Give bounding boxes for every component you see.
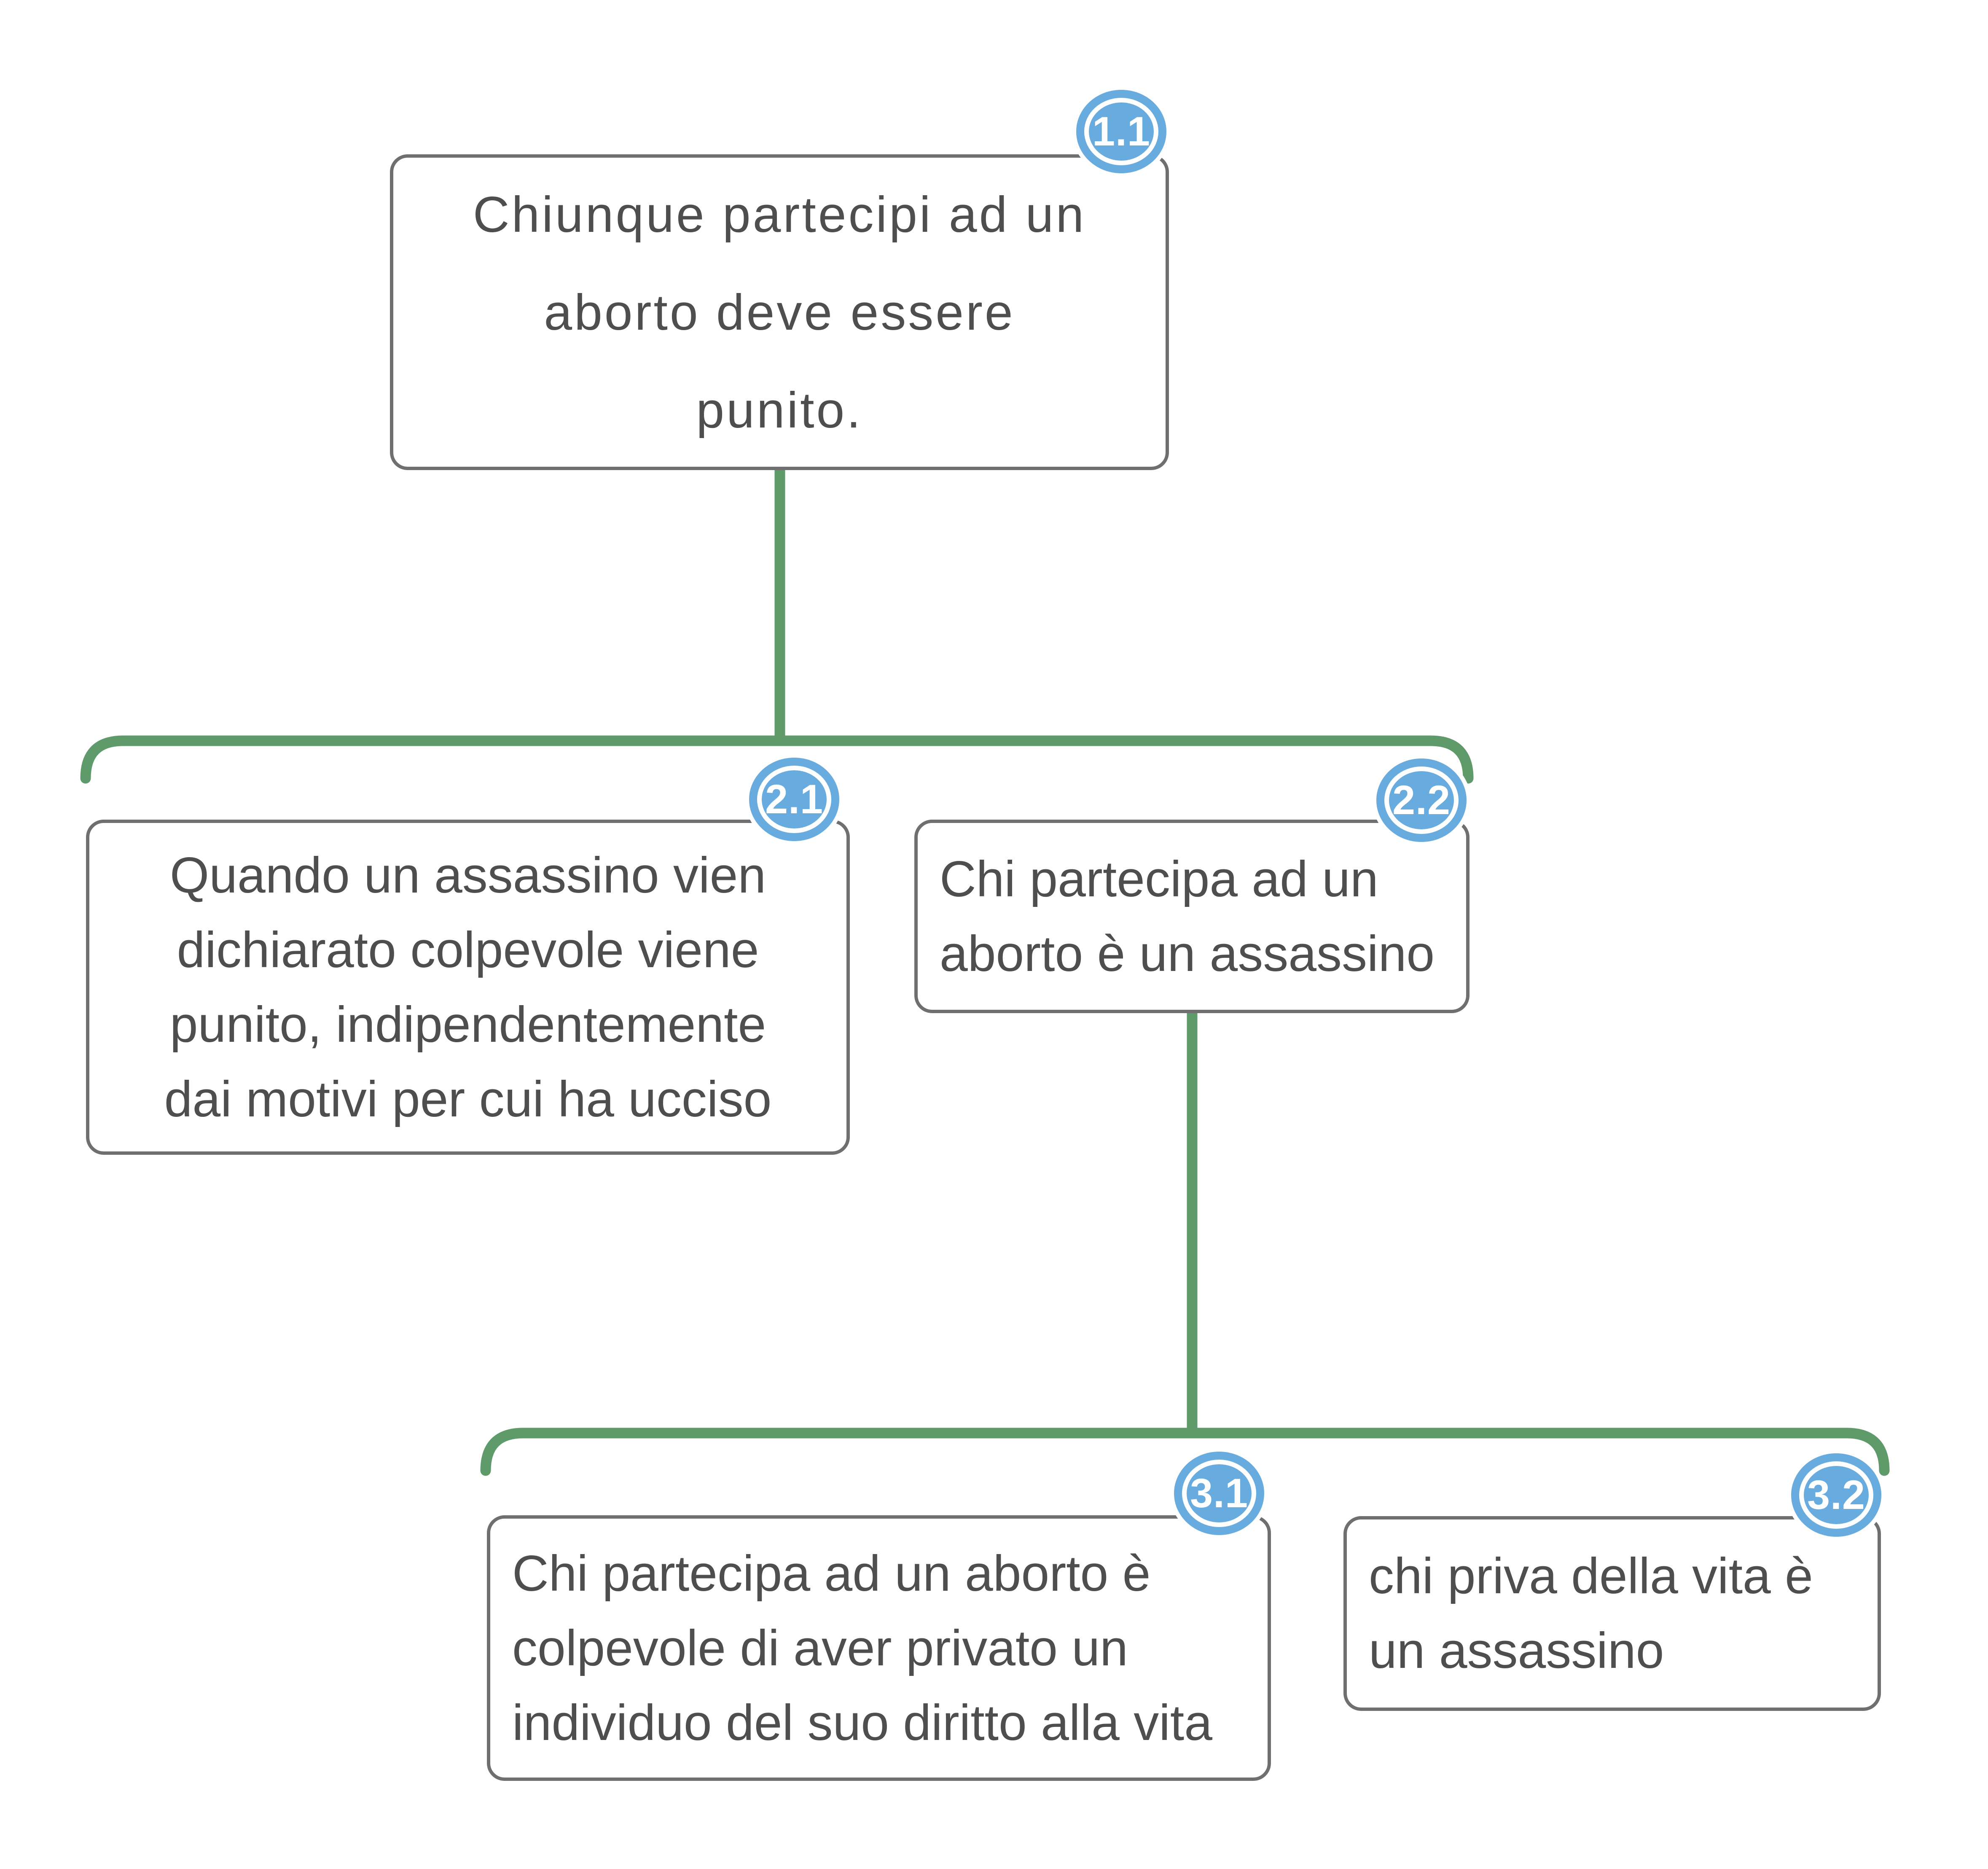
node-1-1-badge[interactable]: 1.1 bbox=[1076, 90, 1166, 173]
node-3-2-text: chi priva della vita è un assassino bbox=[1369, 1548, 1813, 1679]
node-1-1[interactable]: Chiunque partecipi ad un aborto deve ess… bbox=[390, 154, 1169, 470]
node-2-2-text: Chi partecipa ad un aborto è un assassin… bbox=[940, 850, 1435, 982]
node-3-2-badge[interactable]: 3.2 bbox=[1791, 1453, 1881, 1537]
node-2-2[interactable]: Chi partecipa ad un aborto è un assassin… bbox=[914, 820, 1470, 1013]
badge-label: 2.1 bbox=[765, 776, 823, 822]
node-2-1[interactable]: Quando un assassino vien dichiarato colp… bbox=[86, 820, 850, 1155]
node-2-2-badge[interactable]: 2.2 bbox=[1376, 758, 1467, 842]
node-3-1-text: Chi partecipa ad un aborto è colpevole d… bbox=[512, 1545, 1212, 1751]
node-2-1-badge[interactable]: 2.1 bbox=[749, 758, 839, 841]
node-1-1-text: Chiunque partecipi ad un aborto deve ess… bbox=[473, 186, 1086, 438]
node-3-2[interactable]: chi priva della vita è un assassino bbox=[1343, 1516, 1881, 1711]
badge-label: 3.2 bbox=[1807, 1472, 1865, 1518]
node-3-1-badge[interactable]: 3.1 bbox=[1174, 1452, 1264, 1535]
badge-label: 2.2 bbox=[1392, 777, 1451, 823]
edge-bracket-level-2 bbox=[80, 735, 1474, 784]
badge-label: 1.1 bbox=[1092, 108, 1150, 154]
node-3-1[interactable]: Chi partecipa ad un aborto è colpevole d… bbox=[487, 1515, 1271, 1781]
node-2-1-text: Quando un assassino vien dichiarato colp… bbox=[164, 847, 772, 1127]
badge-label: 3.1 bbox=[1190, 1470, 1248, 1516]
edge-bracket-level-3 bbox=[480, 1428, 1890, 1476]
